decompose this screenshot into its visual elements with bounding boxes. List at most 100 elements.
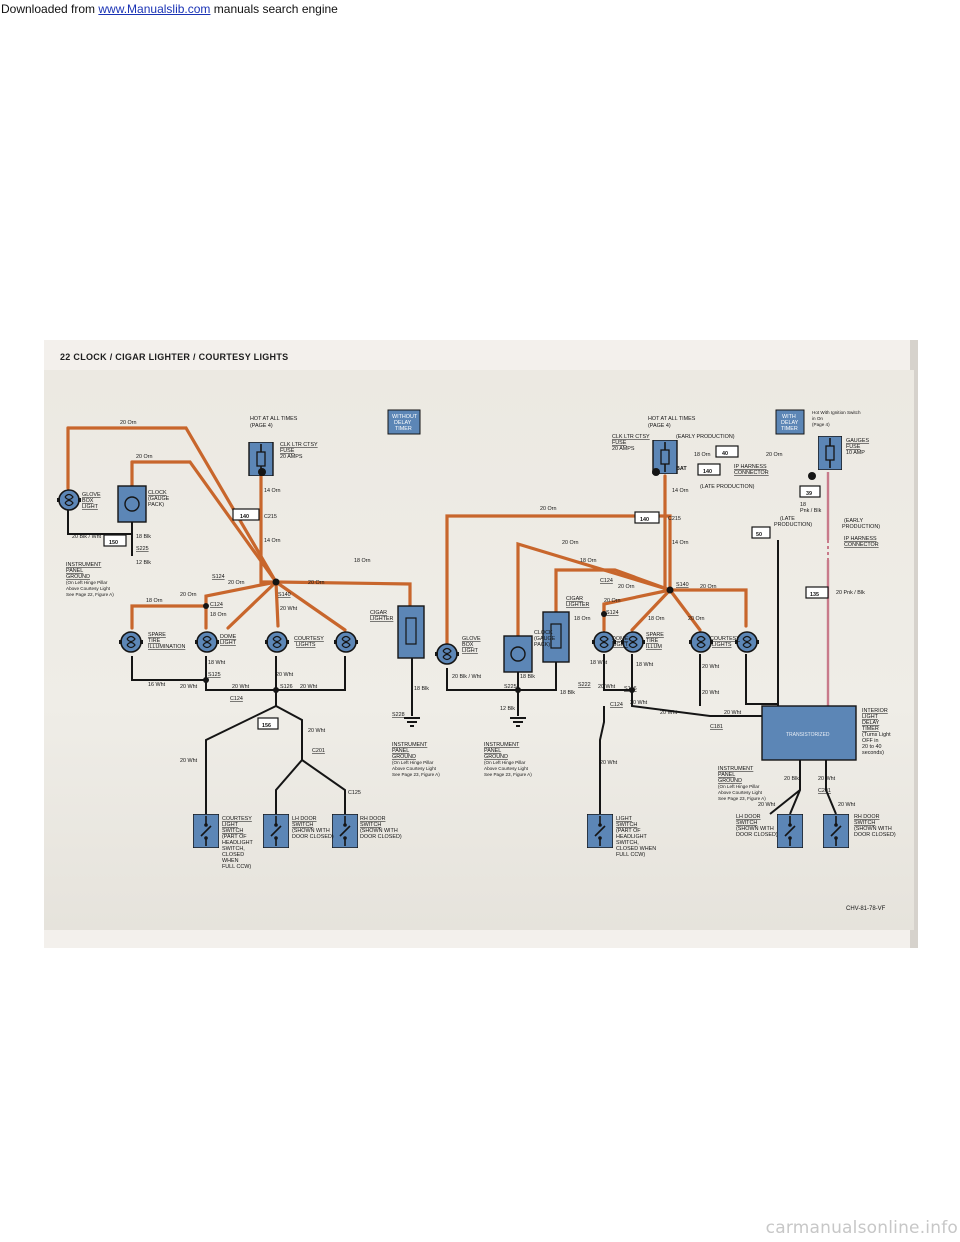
- clock-gauge-pack-right: [503, 635, 533, 673]
- left-c125: C125: [348, 790, 361, 796]
- left-wire-20wht-f: 20 Wht: [308, 728, 326, 734]
- left-wire-20orn-d: 20 Orn: [180, 592, 196, 598]
- right-light-sw-5: SWITCH,: [616, 840, 639, 846]
- right-clock-3: PACK): [534, 642, 550, 648]
- right-ip-conn-1: IP HARNESS: [734, 464, 767, 470]
- banner-suffix: manuals search engine: [210, 2, 338, 16]
- courtesy-light-switch-left: [193, 814, 219, 848]
- left-sw2-3: (SHOWN WITH: [292, 828, 330, 834]
- right-gauges-1: GAUGES: [846, 438, 869, 444]
- right-wire-20wht-f: 20 Wht: [724, 710, 742, 716]
- right-c201: C201: [818, 788, 831, 794]
- right-lh-2: SWITCH: [736, 820, 757, 826]
- right-transistorized: TRANSISTORIZED: [786, 732, 830, 738]
- right-wire-14orn-b: 14 Orn: [672, 540, 688, 546]
- right-ground-symbol: [509, 717, 527, 727]
- right-wire-18blk: 18 Blk: [520, 674, 535, 680]
- right-wire-18orn-b: 18 Orn: [580, 558, 596, 564]
- clock-gauge-pack-left: [117, 485, 147, 523]
- right-timer-3: TIMER: [781, 426, 798, 432]
- right-ip-conn-2: CONNECTOR: [734, 470, 769, 476]
- splice-s124-left: [203, 603, 209, 609]
- right-timer-label-3: DELAY: [862, 720, 880, 726]
- left-cigar-1: CIGAR: [370, 610, 387, 616]
- left-gnd2-5: Above Courtesy Light: [392, 766, 437, 771]
- left-c201: C201: [312, 748, 325, 754]
- right-wire-18orn: 18 Orn: [694, 452, 710, 458]
- left-wire-12blk: 12 Blk: [136, 560, 151, 566]
- left-sw1-3: SWITCH: [222, 828, 243, 834]
- left-gnd-2: PANEL: [66, 568, 83, 574]
- right-wire-18wht: 18 Wht: [590, 660, 608, 666]
- right-wire-20wht-i: 20 Wht: [758, 802, 776, 808]
- right-light-sw-2: SWITCH: [616, 822, 637, 828]
- right-glove-2: BOX: [462, 642, 474, 648]
- right-light-sw-6: CLOSED WHEN: [616, 846, 656, 852]
- right-wire-20wht-g: 20 Wht: [600, 760, 618, 766]
- right-early2-2: PRODUCTION): [842, 524, 880, 530]
- footer-logo: carmanualsonline.info: [765, 1218, 958, 1238]
- lh-door-switch-left: [263, 814, 289, 848]
- conn-140b-right: [697, 463, 721, 476]
- left-gnd2-4: (On Left Hinge Pillar: [392, 760, 434, 765]
- transistorized-timer: [761, 705, 857, 761]
- lh-door-switch-right: [777, 814, 803, 848]
- cigar-lighter-left: [397, 605, 425, 659]
- left-wire-20wht-a: 20 Wht: [280, 606, 298, 612]
- left-fuse-label-1: CLK LTR CTSY: [280, 442, 318, 448]
- right-wire-20orn: 20 Orn: [766, 452, 782, 458]
- glove-box-light-right: [434, 643, 460, 665]
- right-wire-20wht-h: 20 Wht: [818, 776, 836, 782]
- right-s222: S222: [578, 682, 591, 688]
- manualslib-link[interactable]: www.Manualslib.com: [98, 2, 211, 16]
- right-pnk-1: 18: [800, 502, 806, 508]
- left-wire-20wht-e: 20 Wht: [300, 684, 318, 690]
- right-wire-20wht-e: 20 Wht: [660, 710, 678, 716]
- left-cigar-2: LIGHTER: [370, 616, 393, 622]
- right-battery-terminal: [652, 468, 660, 476]
- right-c124-top: C124: [600, 578, 613, 584]
- left-sw1-4: (PART OF: [222, 834, 247, 840]
- right-light-sw-1: LIGHT: [616, 816, 633, 822]
- right-wire-20blkwht: 20 Blk / Wht: [452, 674, 482, 680]
- left-s124-top: S124: [212, 574, 225, 580]
- right-late2-1: (LATE: [780, 516, 795, 522]
- right-gnd2-3: GROUND: [718, 778, 742, 784]
- right-dome-2: LIGHT: [612, 642, 629, 648]
- right-pnk2: 20 Pnk / Blk: [836, 590, 865, 596]
- right-timer-label-7: 20 to 40: [862, 744, 881, 750]
- left-glove-1: GLOVE: [82, 492, 101, 498]
- left-wire-20wht-c: 20 Wht: [232, 684, 250, 690]
- left-wire-18blk: 18 Blk: [136, 534, 151, 540]
- left-gnd-6: See Page 22, Figure A): [66, 592, 114, 597]
- right-timer-box: [775, 409, 805, 435]
- left-wire-20orn-a: 20 Orn: [120, 420, 136, 426]
- splice-s140-left: [272, 578, 280, 586]
- left-sw1-7: CLOSED: [222, 852, 244, 858]
- right-timer-2: DELAY: [781, 420, 799, 426]
- right-timer-label-4: TIMER: [862, 726, 879, 732]
- courtesy-light-right-a: [688, 631, 714, 653]
- left-dome-1: DOME: [220, 634, 237, 640]
- right-hot-label: HOT AT ALL TIMES: [648, 416, 696, 422]
- right-c124: C124: [610, 702, 623, 708]
- right-bat: BAT: [676, 466, 687, 472]
- right-c215: C215: [668, 516, 681, 522]
- right-early: (EARLY PRODUCTION): [676, 434, 735, 440]
- right-spare-2: TIRE: [646, 638, 659, 644]
- left-sw1-8: WHEN: [222, 858, 239, 864]
- light-switch-right: [587, 814, 613, 848]
- left-gnd-4: (On Left Hinge Pillar: [66, 580, 108, 585]
- conn-39-right: [799, 485, 821, 498]
- left-conn-156: 156: [262, 723, 271, 729]
- splice-s140-right: [666, 586, 674, 594]
- cigar-lighter-right: [542, 611, 570, 663]
- right-rh-4: DOOR CLOSED): [854, 832, 896, 838]
- download-banner: Downloaded from www.Manualslib.com manua…: [0, 0, 338, 16]
- banner-prefix: Downloaded from: [1, 2, 99, 16]
- left-wire-18orn-c: 18 Orn: [210, 612, 226, 618]
- right-wire-18blk-b: 18 Blk: [560, 690, 575, 696]
- left-gnd-3: GROUND: [66, 574, 90, 580]
- right-gnd2-1: INSTRUMENT: [718, 766, 754, 772]
- spare-tire-light-left: [118, 631, 144, 653]
